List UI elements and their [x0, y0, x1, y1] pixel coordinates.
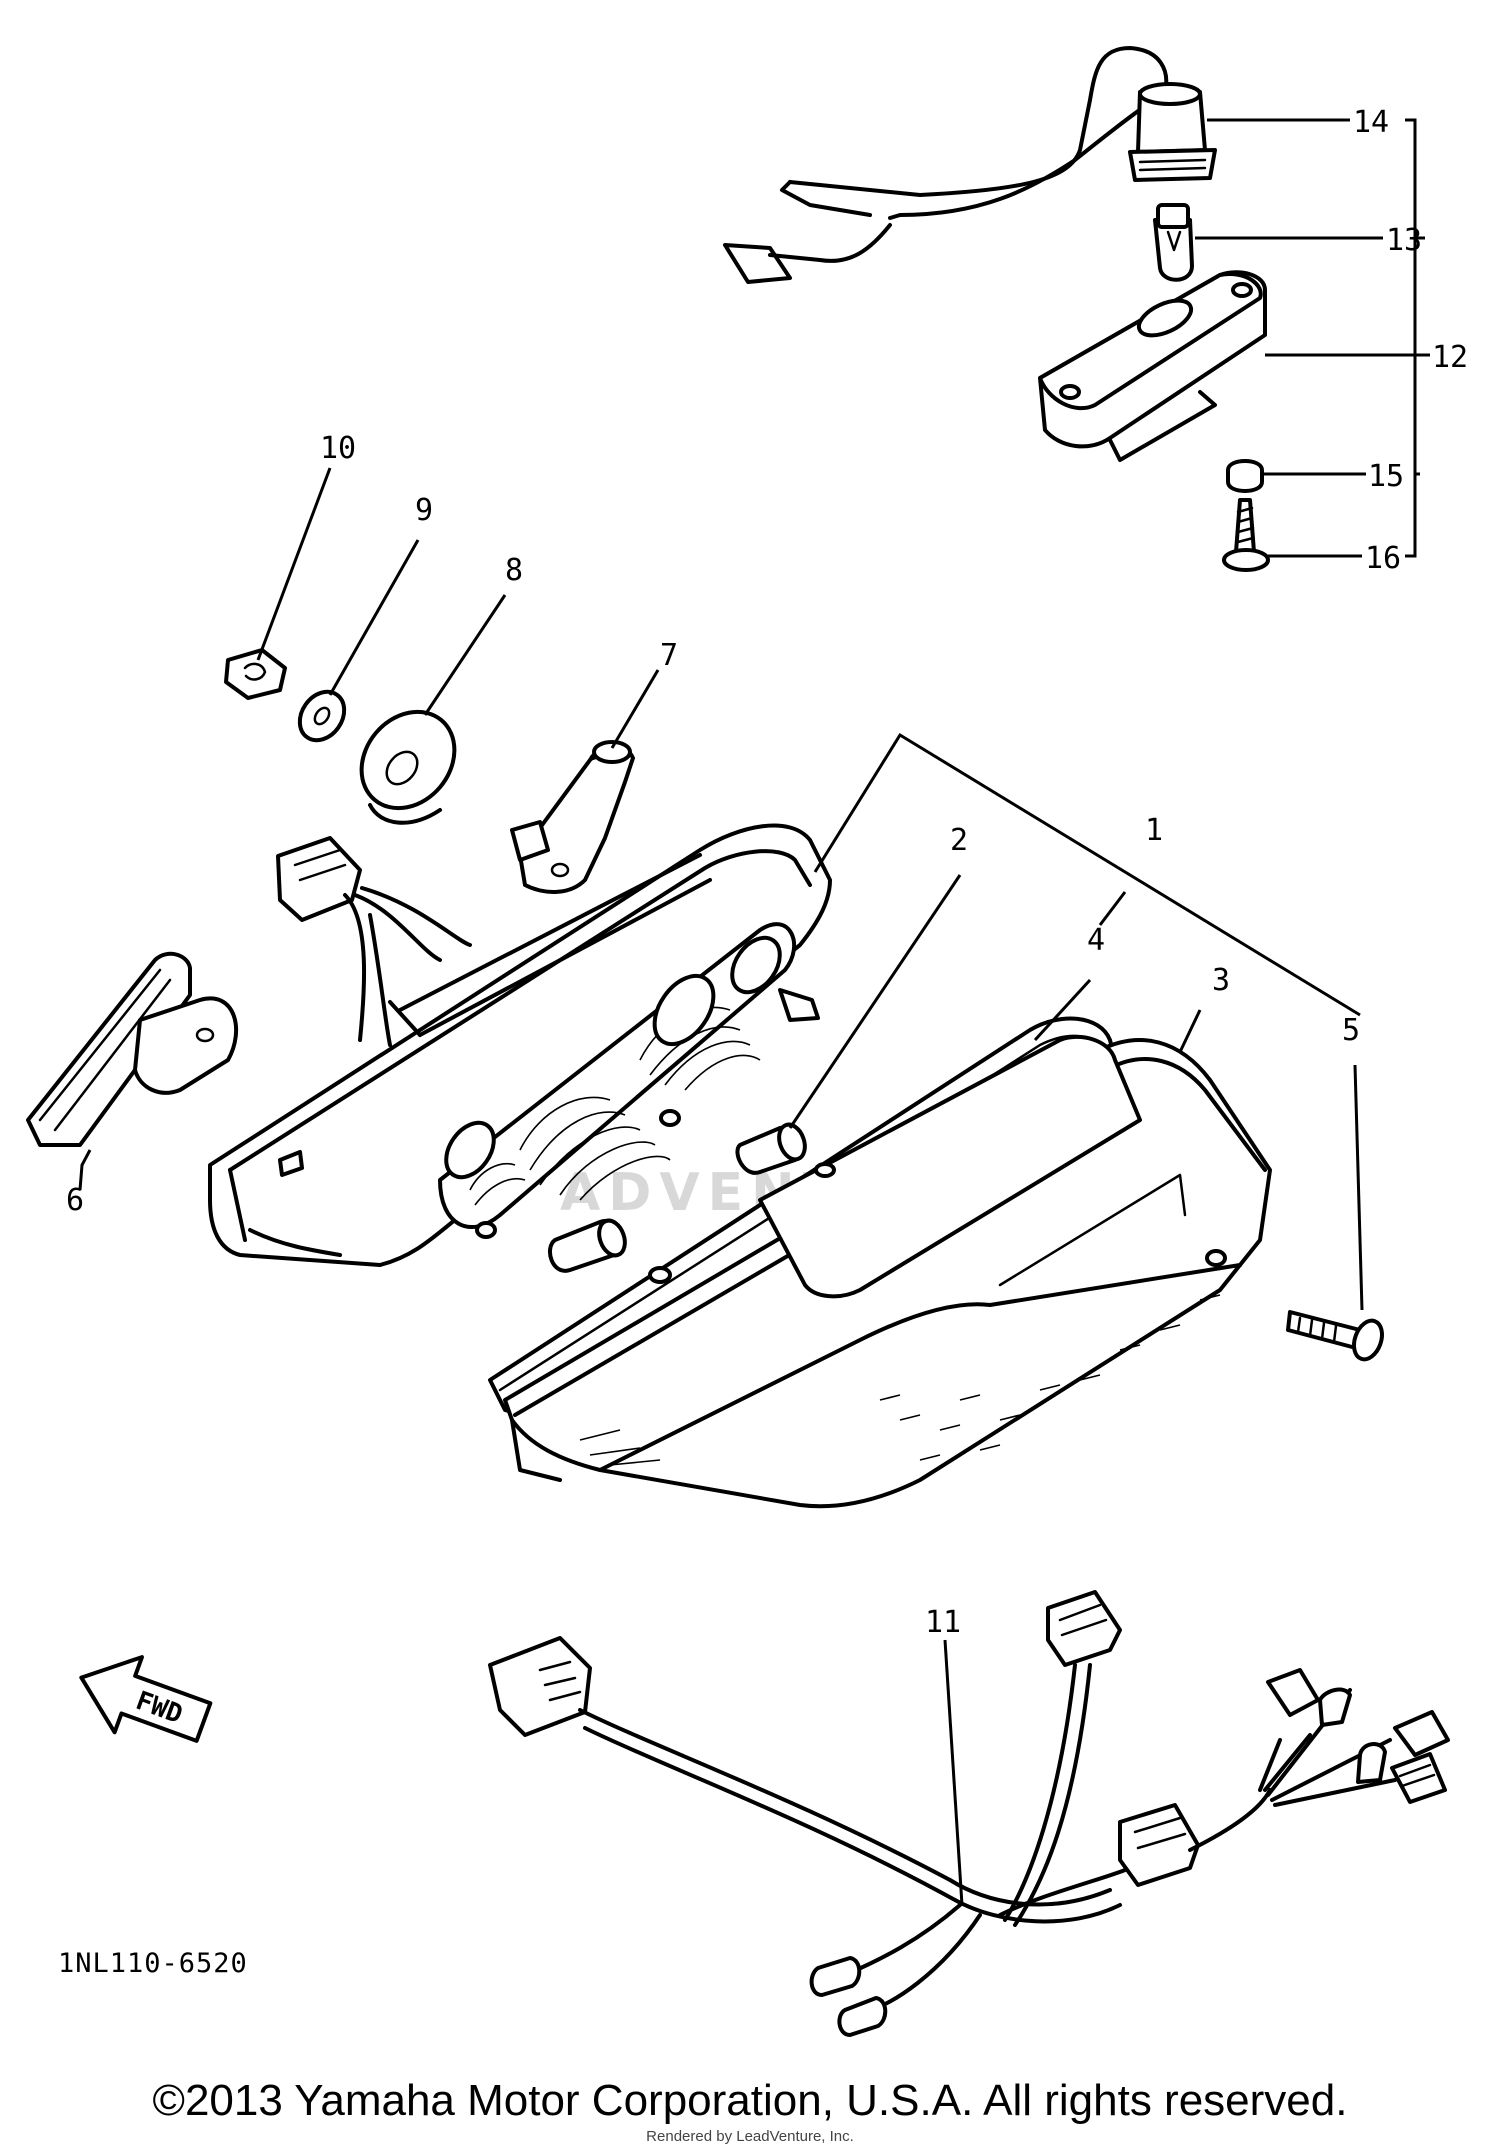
screw-5: [1286, 1310, 1385, 1362]
nut-10: [224, 648, 287, 700]
reflector-6: [26, 951, 238, 1147]
callout-2: 2: [950, 823, 968, 858]
diagram-code: 1NL110-6520: [58, 1948, 248, 1979]
tail-lamp-lens: [488, 1016, 1272, 1509]
leader-lines-license: [1195, 118, 1430, 558]
callout-10: 10: [320, 431, 356, 466]
callout-1: 1: [1145, 813, 1163, 848]
callout-12: 12: [1432, 340, 1468, 375]
bulb-socket: [1128, 82, 1217, 182]
wire-terminal: [723, 243, 792, 284]
callout-numbers: 1 2 3 4 5 6 7 8 9 10 11 12 13 14 15 16: [66, 105, 1468, 1640]
tail-lamp-base: [208, 823, 832, 1267]
license-lamp-housing: [1038, 270, 1267, 462]
leader-lines-hardware: [256, 467, 660, 749]
callout-7: 7: [660, 638, 678, 673]
callout-8: 8: [505, 553, 523, 588]
license-light-wire: [788, 46, 1169, 197]
callout-4: 4: [1087, 923, 1105, 958]
copyright-notice: ©2013 Yamaha Motor Corporation, U.S.A. A…: [152, 2076, 1348, 2125]
callout-14: 14: [1353, 105, 1389, 140]
leader-6: [78, 1149, 92, 1191]
callout-13: 13: [1386, 223, 1422, 258]
nut-15: [1226, 459, 1264, 493]
callout-5: 5: [1342, 1013, 1360, 1048]
fwd-arrow: FWD: [79, 1655, 213, 1743]
callout-11: 11: [925, 1605, 961, 1640]
callout-15: 15: [1368, 459, 1404, 494]
callout-3: 3: [1212, 963, 1230, 998]
callout-6: 6: [66, 1183, 84, 1218]
leader-lines-lamp: [788, 732, 1364, 1311]
callout-16: 16: [1365, 541, 1401, 576]
leader-11: [943, 1639, 964, 1906]
grommet-8: [359, 709, 457, 825]
washer-9: [297, 689, 347, 743]
callout-9: 9: [415, 493, 433, 528]
bracket-7: [510, 740, 635, 894]
license-light-assembly: [723, 46, 1270, 572]
wire-harness-11: [488, 1590, 1450, 2037]
screw-16: [1222, 498, 1270, 572]
rendered-by-notice: Rendered by LeadVenture, Inc.: [646, 2128, 854, 2145]
bulb: [1153, 203, 1194, 282]
